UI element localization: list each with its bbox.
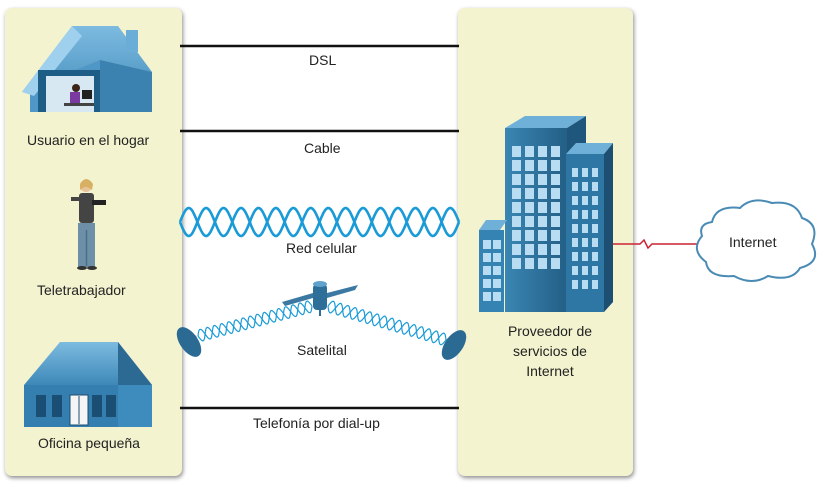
small-office-icon	[24, 342, 152, 427]
window	[551, 258, 560, 269]
window	[592, 168, 598, 177]
internet-label: Internet	[729, 234, 777, 250]
window	[525, 244, 534, 255]
window	[483, 266, 491, 275]
window	[493, 279, 501, 288]
window	[512, 202, 521, 213]
home-user-label: Usuario en el hogar	[27, 132, 150, 148]
window	[572, 182, 578, 191]
internet-cloud-icon	[695, 199, 816, 282]
window	[551, 216, 560, 227]
window	[512, 146, 521, 157]
small-office-label: Oficina pequeña	[38, 435, 140, 451]
window	[572, 280, 578, 289]
window	[538, 146, 547, 157]
window	[551, 230, 560, 241]
right-dish-icon	[441, 330, 467, 360]
window	[538, 174, 547, 185]
window	[538, 244, 547, 255]
window	[582, 196, 588, 205]
building-windows	[483, 146, 598, 301]
window	[551, 244, 560, 255]
window	[538, 230, 547, 241]
isp-label-line2: servicios de	[513, 343, 587, 359]
window	[493, 253, 501, 262]
window	[525, 202, 534, 213]
window	[572, 252, 578, 261]
teleworker-label: Teletrabajador	[37, 282, 126, 298]
window	[483, 253, 491, 262]
window	[525, 174, 534, 185]
satellite-icon	[282, 281, 358, 316]
window	[512, 244, 521, 255]
window	[582, 182, 588, 191]
window	[592, 238, 598, 247]
window	[493, 292, 501, 301]
window	[592, 224, 598, 233]
window	[551, 202, 560, 213]
window	[493, 240, 501, 249]
window	[512, 258, 521, 269]
window	[592, 210, 598, 219]
window	[592, 266, 598, 275]
window	[483, 292, 491, 301]
window	[512, 230, 521, 241]
window	[582, 224, 588, 233]
dialup-label: Telefonía por dial-up	[253, 415, 380, 431]
window	[572, 224, 578, 233]
window	[572, 196, 578, 205]
window	[538, 188, 547, 199]
window	[592, 280, 598, 289]
window	[551, 188, 560, 199]
window	[551, 146, 560, 157]
window	[483, 240, 491, 249]
isp-label-line3: Internet	[526, 363, 574, 379]
window	[512, 174, 521, 185]
window	[592, 182, 598, 191]
home-user-icon	[22, 26, 152, 112]
window	[592, 196, 598, 205]
window	[582, 168, 588, 177]
cellular-wave	[178, 206, 461, 238]
window	[572, 238, 578, 247]
satellite-label: Satelital	[297, 342, 347, 358]
internet-link	[613, 238, 700, 250]
window	[572, 168, 578, 177]
window	[582, 252, 588, 261]
isp-label-line1: Proveedor de	[507, 323, 593, 339]
window	[512, 188, 521, 199]
cable-label: Cable	[304, 140, 341, 156]
window	[525, 216, 534, 227]
window	[582, 238, 588, 247]
window	[525, 258, 534, 269]
window	[525, 160, 534, 171]
window	[582, 266, 588, 275]
window	[525, 188, 534, 199]
window	[551, 174, 560, 185]
dsl-label: DSL	[309, 52, 337, 68]
window	[525, 230, 534, 241]
window	[512, 216, 521, 227]
window	[551, 160, 560, 171]
window	[538, 160, 547, 171]
window	[582, 280, 588, 289]
window	[538, 202, 547, 213]
cellular-label: Red celular	[286, 240, 357, 256]
window	[538, 258, 547, 269]
satellite-wave-left	[197, 300, 313, 342]
window	[592, 252, 598, 261]
teleworker-icon	[71, 179, 106, 270]
window	[493, 266, 501, 275]
window	[483, 279, 491, 288]
window	[582, 210, 588, 219]
window	[572, 266, 578, 275]
left-dish-icon	[176, 327, 202, 357]
window	[538, 216, 547, 227]
window	[525, 146, 534, 157]
satellite-wave-right	[327, 300, 447, 346]
window	[572, 210, 578, 219]
window	[512, 160, 521, 171]
